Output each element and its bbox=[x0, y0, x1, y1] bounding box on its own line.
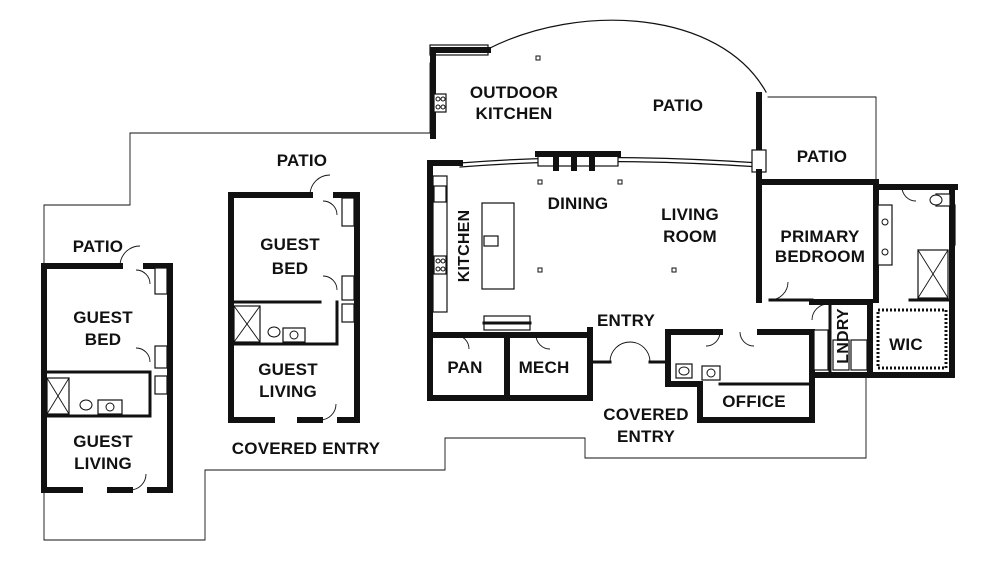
label-wic: WIC bbox=[889, 335, 923, 354]
label-patio-guest-left: PATIO bbox=[73, 237, 123, 256]
site-outline-bottom bbox=[43, 374, 867, 541]
patio-arc bbox=[487, 19, 767, 93]
powder-bath bbox=[675, 363, 721, 381]
label-office: OFFICE bbox=[722, 392, 786, 411]
label-kitchen: KITCHEN bbox=[456, 210, 473, 283]
ceiling-lights bbox=[535, 55, 677, 273]
label-covered-entry-guest: COVERED ENTRY bbox=[232, 439, 381, 458]
label-entry: ENTRY bbox=[597, 311, 655, 330]
kitchen-counters bbox=[432, 175, 515, 313]
guest-suite-mid-walls bbox=[228, 174, 360, 423]
label-mech: MECH bbox=[519, 358, 570, 377]
label-patio-primary: PATIO bbox=[797, 147, 847, 166]
sink-icon bbox=[483, 235, 499, 247]
label-laundry: LNDRY bbox=[835, 308, 852, 364]
label-patio-main: PATIO bbox=[653, 96, 703, 115]
site-outline-right bbox=[767, 96, 877, 183]
grill-icon bbox=[433, 93, 447, 113]
label-pantry: PAN bbox=[447, 358, 482, 377]
label-patio-guest-mid: PATIO bbox=[277, 151, 327, 170]
guest-suite-left-walls bbox=[41, 245, 173, 493]
outdoor-kitchen-wall bbox=[429, 44, 491, 139]
cooktop-icon bbox=[433, 255, 447, 275]
main-house-walls bbox=[427, 92, 815, 423]
entry-doors bbox=[454, 331, 755, 363]
label-dining: DINING bbox=[548, 194, 609, 213]
primary-suite-walls bbox=[761, 179, 958, 378]
